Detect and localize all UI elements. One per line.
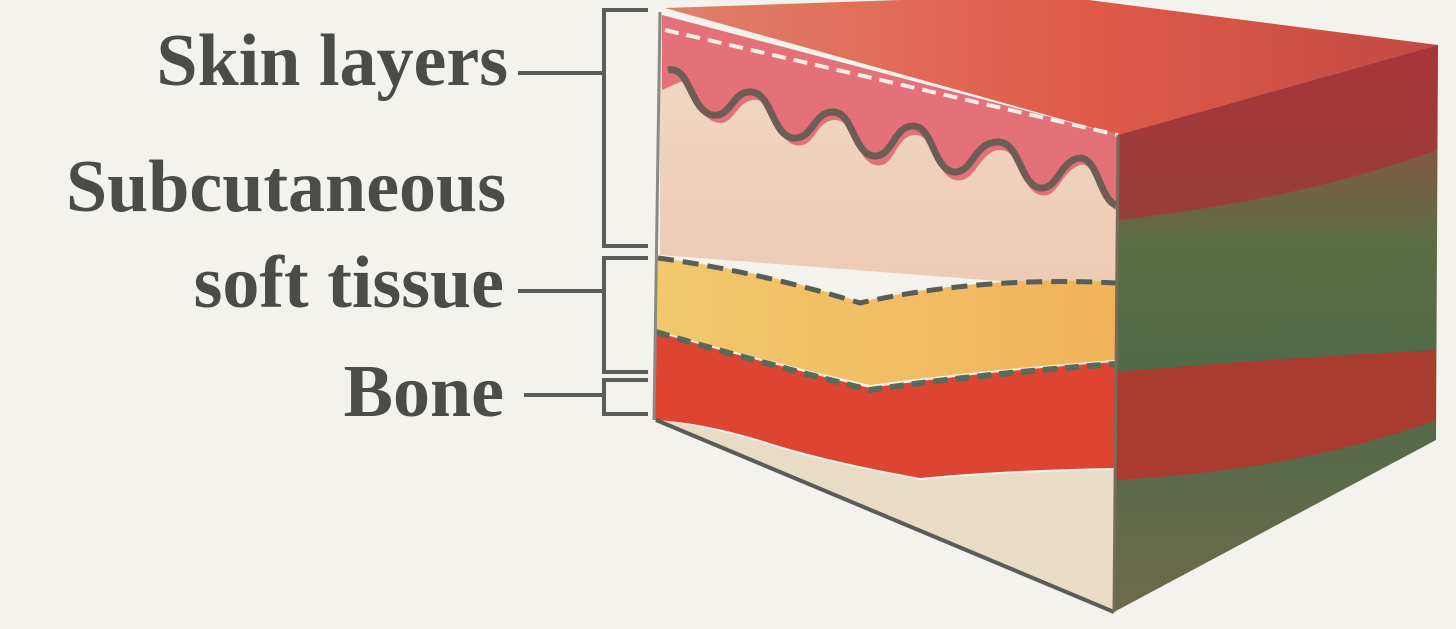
subcutaneous-label-line2: soft tissue (194, 246, 504, 320)
skin-layers-label: Skin layers (156, 24, 508, 98)
bone-label: Bone (344, 355, 504, 429)
subcutaneous-label-line1: Subcutaneous (66, 150, 506, 224)
leader-lines (518, 10, 648, 414)
